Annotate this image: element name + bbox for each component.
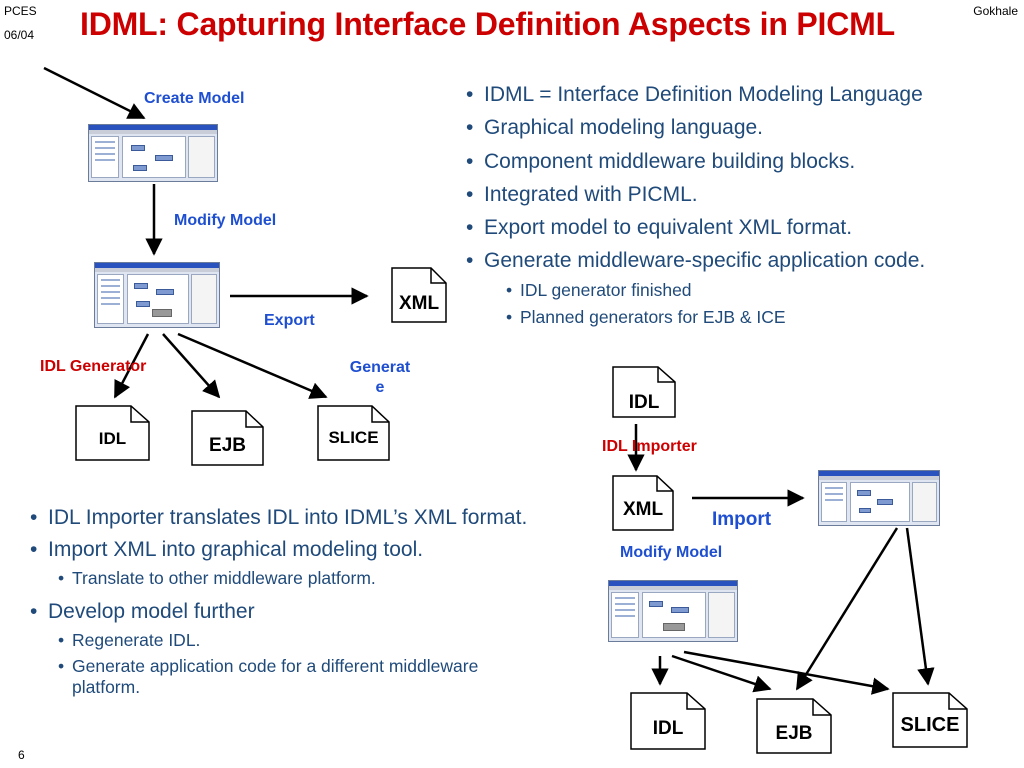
arrow-to-slice xyxy=(177,332,328,399)
bullet-item: Export model to equivalent XML format. xyxy=(464,215,1024,242)
doc-label: IDL xyxy=(98,429,127,448)
bullet-item: Integrated with PICML. xyxy=(464,182,1024,209)
idl-document-right: IDL xyxy=(630,692,706,750)
label-export: Export xyxy=(264,312,315,329)
bullet-item: Graphical modeling language. xyxy=(464,115,1024,142)
label-modify-model-right: Modify Model xyxy=(620,544,723,561)
idl-document-source: IDL xyxy=(612,366,676,418)
bullet-item: Import XML into graphical modeling tool. xyxy=(28,537,568,564)
page-number: 6 xyxy=(18,748,25,762)
label-idl-importer: IDL Importer xyxy=(602,438,697,455)
modeling-tool-screenshot-4 xyxy=(608,580,738,642)
modeling-tool-screenshot-1 xyxy=(88,124,218,182)
arrow-screen-to-slice xyxy=(905,527,935,686)
modeling-tool-screenshot-3 xyxy=(818,470,940,526)
bottom-bullet-list: IDL Importer translates IDL into IDML’s … xyxy=(28,505,568,705)
bullet-item: IDL Importer translates IDL into IDML’s … xyxy=(28,505,568,532)
doc-label: IDL xyxy=(628,392,660,413)
document-icon xyxy=(191,410,264,466)
slice-document-right: SLICE xyxy=(892,692,968,748)
document-icon xyxy=(630,692,706,750)
label-import: Import xyxy=(712,509,772,530)
bullet-item: Develop model further xyxy=(28,599,568,626)
doc-label: SLICE xyxy=(900,714,960,736)
top-bullet-list: IDML = Interface Definition Modeling Lan… xyxy=(464,82,1024,335)
bullet-item: Component middleware building blocks. xyxy=(464,149,1024,176)
document-icon xyxy=(75,405,150,461)
arrow-to-create-model xyxy=(43,66,146,120)
slide-title: IDML: Capturing Interface Definition Asp… xyxy=(80,6,895,42)
document-icon xyxy=(317,405,390,461)
arrow-to-idl xyxy=(113,333,150,399)
sub-bullet-item: IDL generator finished xyxy=(504,280,1024,302)
doc-label: IDL xyxy=(652,718,684,739)
sub-bullet-item: Translate to other middleware platform. xyxy=(56,568,568,590)
sub-bullet-item: Planned generators for EJB & ICE xyxy=(504,307,1024,329)
arrow-screen-to-ejb xyxy=(795,527,899,691)
document-icon xyxy=(892,692,968,748)
document-icon xyxy=(756,698,832,754)
sub-bullet-item: Regenerate IDL. xyxy=(56,630,568,652)
label-create-model: Create Model xyxy=(144,90,245,107)
ejb-document-right: EJB xyxy=(756,698,832,754)
ejb-document-left: EJB xyxy=(191,410,264,466)
slice-document-left: SLICE xyxy=(317,405,390,461)
xml-document-import: XML xyxy=(612,475,674,531)
document-icon xyxy=(612,475,674,531)
sub-bullet-item: Generate application code for a differen… xyxy=(56,656,496,700)
label-idl-generator: IDL Generator xyxy=(40,358,147,375)
doc-label: EJB xyxy=(209,435,246,456)
idl-document-left: IDL xyxy=(75,405,150,461)
doc-label: XML xyxy=(622,499,664,520)
header-label-pces: PCES xyxy=(4,4,37,18)
bullet-item: Generate middleware-specific application… xyxy=(464,248,1024,275)
label-generate: Generat e xyxy=(349,359,411,396)
document-icon xyxy=(391,267,447,323)
xml-document-export: XML xyxy=(391,267,447,323)
header-author: Gokhale xyxy=(973,4,1018,18)
doc-label: XML xyxy=(398,293,440,314)
modeling-tool-screenshot-2 xyxy=(94,262,220,328)
header-date: 06/04 xyxy=(4,28,35,42)
label-modify-model-left: Modify Model xyxy=(174,212,277,229)
document-icon xyxy=(612,366,676,418)
doc-label: SLICE xyxy=(328,428,379,447)
arrow-modify-to-ejb xyxy=(671,654,772,693)
bullet-item: IDML = Interface Definition Modeling Lan… xyxy=(464,82,1024,109)
arrow-to-ejb xyxy=(162,333,221,399)
arrow-modify-to-slice xyxy=(683,650,890,695)
doc-label: EJB xyxy=(775,723,813,744)
